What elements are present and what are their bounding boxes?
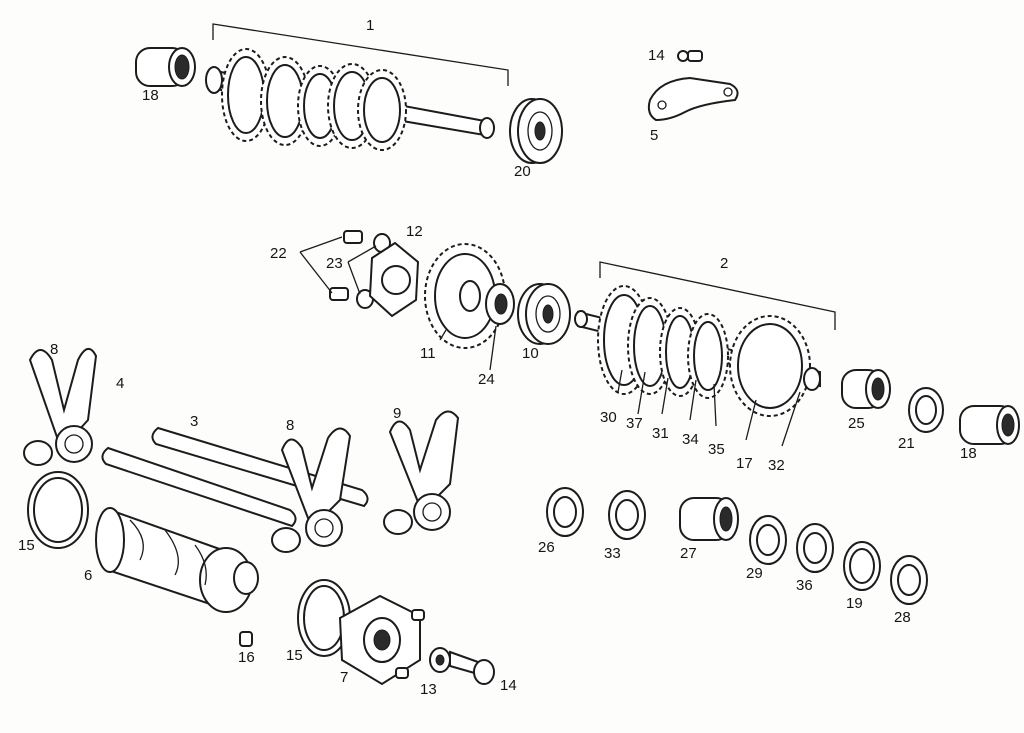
washer-26 [546,487,584,537]
label-part-9: 9 [393,405,402,422]
label-part-18-right: 18 [960,445,977,462]
shift-fork-9 [383,410,460,535]
bearing-20 [509,98,563,164]
label-part-32: 32 [768,457,785,474]
spacer-27 [679,497,739,541]
washer-28 [890,555,928,605]
label-part-13: 13 [420,681,437,698]
label-part-1: 1 [366,17,375,34]
bracket-main-shaft [212,23,509,86]
label-part-22: 22 [270,245,287,262]
leader-lines [439,325,801,447]
ring-15-left [27,471,89,549]
label-part-25: 25 [848,415,865,432]
label-part-8-left: 8 [50,341,59,358]
label-part-29: 29 [746,565,763,582]
label-part-23: 23 [326,255,343,272]
pin-16 [239,631,253,647]
label-part-3: 3 [190,413,199,430]
label-part-26: 26 [538,539,555,556]
bearing-10 [517,283,571,345]
label-part-4: 4 [116,375,125,392]
label-part-36: 36 [796,577,813,594]
label-part-10: 10 [522,345,539,362]
main-shaft-assembly [205,48,495,151]
label-part-35: 35 [708,441,725,458]
label-part-31: 31 [652,425,669,442]
bushing-18-right [959,405,1020,445]
label-part-15-right: 15 [286,647,303,664]
label-part-33: 33 [604,545,621,562]
ring-15-right [297,579,351,657]
label-part-7: 7 [340,669,349,686]
star-cam-7 [338,594,425,686]
lock-plate-12 [368,241,420,318]
label-part-27: 27 [680,545,697,562]
circlip-19 [843,541,881,591]
counter-shaft-assembly [574,285,821,417]
label-part-8-middle: 8 [286,417,295,434]
needle-bearing-25 [841,369,891,409]
label-part-2: 2 [720,255,729,272]
shift-fork-8-middle [271,427,352,553]
bushing-18-top [135,47,196,87]
seal-24 [485,283,515,325]
label-part-28: 28 [894,609,911,626]
screw-14-top [677,50,703,62]
label-part-30: 30 [600,409,617,426]
label-part-14-bottom: 14 [500,677,517,694]
washer-33 [608,490,646,540]
label-part-5: 5 [650,127,659,144]
label-part-12: 12 [406,223,423,240]
washers-23 [347,233,391,309]
bolt-14-bottom [449,650,495,685]
shift-drum-6 [95,507,259,613]
label-part-20: 20 [514,163,531,180]
label-part-15-left: 15 [18,537,35,554]
label-part-16: 16 [238,649,255,666]
label-part-6: 6 [84,567,93,584]
washer-21 [908,387,944,433]
retainer-plate-5 [647,76,739,122]
washer-13 [429,647,451,673]
washer-36 [796,523,834,573]
bracket-counter-shaft [599,261,836,330]
bolts-22 [299,230,363,301]
label-part-34: 34 [682,431,699,448]
label-part-18-top: 18 [142,87,159,104]
shift-fork-8-left [23,348,98,466]
label-part-17: 17 [736,455,753,472]
label-part-24: 24 [478,371,495,388]
label-part-14-top: 14 [648,47,665,64]
label-part-21: 21 [898,435,915,452]
label-part-37: 37 [626,415,643,432]
label-part-19: 19 [846,595,863,612]
label-part-11: 11 [420,345,436,362]
fork-shaft-4 [101,446,297,528]
washer-29 [749,515,787,565]
